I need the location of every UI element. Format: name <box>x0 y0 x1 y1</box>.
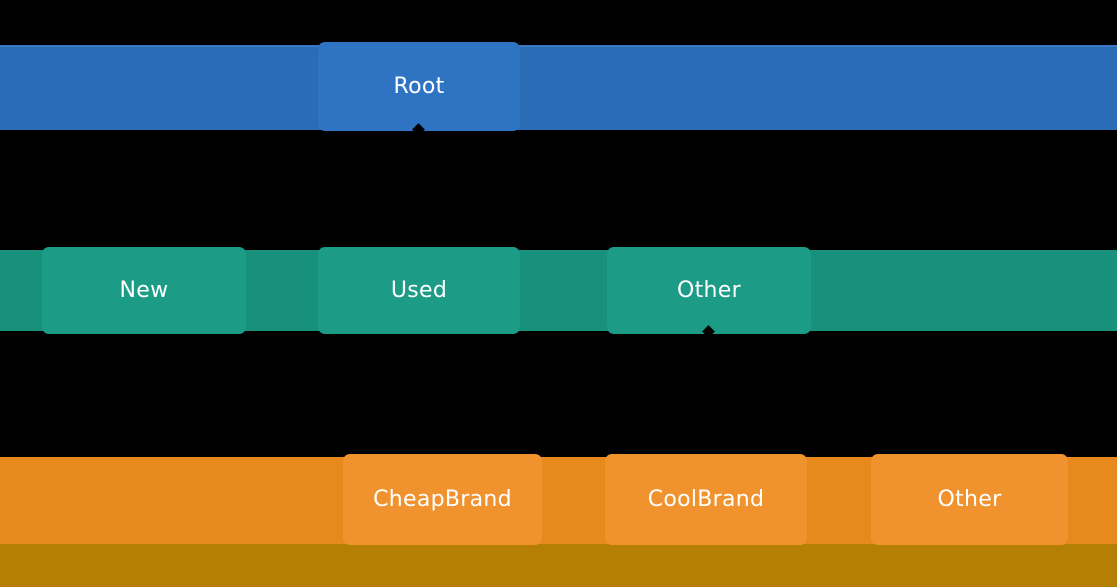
node-root-label: Root <box>393 74 445 99</box>
node-new-label: New <box>119 278 169 303</box>
node-cheapbrand[interactable]: CheapBrand <box>343 454 542 545</box>
node-cheapbrand-label: CheapBrand <box>373 487 512 512</box>
node-other-condition-label: Other <box>677 278 741 303</box>
level-bar-footer <box>0 544 1117 587</box>
node-used[interactable]: Used <box>318 247 520 334</box>
node-other-brand-label: Other <box>937 487 1002 512</box>
node-coolbrand-label: CoolBrand <box>647 487 765 512</box>
node-root[interactable]: Root <box>318 42 520 131</box>
node-coolbrand[interactable]: CoolBrand <box>605 454 807 545</box>
node-used-label: Used <box>390 278 448 303</box>
node-new[interactable]: New <box>42 247 246 334</box>
node-other-condition[interactable]: Other <box>607 247 811 334</box>
node-other-brand[interactable]: Other <box>871 454 1068 545</box>
level-bar-root <box>0 45 1117 130</box>
